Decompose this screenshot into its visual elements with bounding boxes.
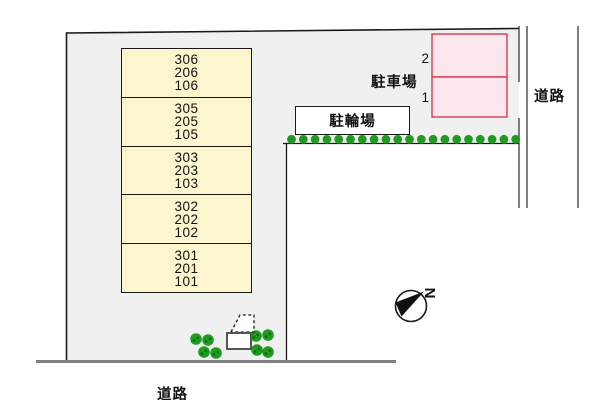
tree-texture-dot [200, 352, 204, 355]
parking-lot-label: 駐車場 [371, 75, 418, 91]
tree-icon [262, 329, 274, 341]
road-label-bottom: 道路 [157, 387, 188, 400]
road-label-right: 道路 [534, 89, 565, 105]
unit-number: 205 [174, 114, 199, 130]
tree-texture-dot [268, 332, 272, 336]
hedge-dot-icon [499, 134, 509, 144]
unit-number: 102 [174, 224, 199, 240]
tree-texture-dot [192, 339, 196, 342]
tree-icon [250, 330, 262, 342]
tree-texture-dot [264, 352, 268, 355]
tree-icon [202, 334, 214, 346]
hedge-dot-icon [464, 134, 473, 144]
north-compass-icon: N [394, 288, 438, 323]
tree-icon [251, 344, 263, 356]
room-cell-302: 302 202 102 [122, 195, 251, 245]
tree-icon [210, 347, 222, 359]
entrance-step [226, 332, 252, 350]
tree-clusters [190, 329, 274, 359]
unit-number: 201 [174, 260, 199, 276]
unit-number: 303 [174, 149, 199, 165]
hedge-dot-icon [511, 134, 521, 144]
hedge-dot-icon [369, 134, 379, 144]
tree-texture-dot [216, 350, 220, 354]
hedge-dot-icon [322, 134, 332, 144]
compass-needle [395, 291, 424, 317]
unit-number: 306 [174, 52, 199, 68]
tree-texture-dot [204, 340, 208, 343]
hedge-dot-icon [475, 134, 485, 144]
tree-texture-dot [256, 333, 260, 337]
parking-space-1 [431, 76, 508, 118]
tree-icon [262, 346, 274, 358]
unit-number: 103 [174, 175, 199, 191]
hedge-dot-icon [405, 134, 414, 144]
unit-number: 105 [174, 127, 199, 143]
room-cell-301: 301 201 101 [122, 244, 251, 292]
tree-icon [190, 333, 202, 345]
hedge-dot-icon [440, 134, 450, 144]
hedge-dot-icon [428, 134, 438, 144]
hedge-dot-icon [334, 134, 344, 144]
hedge-dot-icon [381, 134, 391, 144]
unit-number: 101 [174, 273, 199, 289]
hedge-row [287, 134, 521, 144]
hedge-dot-icon [346, 134, 355, 144]
hedge-dot-icon [287, 134, 296, 144]
parking-space-2-number: 2 [421, 51, 429, 66]
tree-texture-dot [268, 349, 272, 353]
parking-space-2 [431, 33, 508, 78]
tree-texture-dot [196, 336, 200, 340]
room-cell-303: 303 203 103 [122, 147, 251, 196]
apartment-building: 306 206 106 305 205 105 303 203 103 302 … [121, 48, 252, 293]
tree-texture-dot [212, 353, 216, 356]
lot-border [65, 27, 520, 361]
bicycle-parking-label: 駐輪場 [329, 114, 376, 130]
compass-north-label: N [421, 288, 438, 299]
unit-number: 106 [174, 78, 199, 94]
bicycle-parking-box: 駐輪場 [295, 106, 410, 135]
tree-texture-dot [204, 349, 208, 353]
hedge-dot-icon [393, 134, 403, 144]
parking-space-1-number: 1 [421, 90, 429, 105]
hedge-dot-icon [357, 134, 367, 144]
tree-texture-dot [264, 335, 268, 338]
hedge-dot-icon [310, 134, 320, 144]
room-cell-306: 306 206 106 [122, 49, 251, 98]
unit-number: 203 [174, 162, 199, 178]
tree-texture-dot [253, 350, 257, 353]
tree-texture-dot [208, 337, 212, 341]
tree-texture-dot [257, 347, 261, 351]
hedge-dot-icon [487, 134, 497, 144]
hedge-dot-icon [298, 134, 308, 144]
unit-number: 301 [174, 247, 199, 263]
room-cell-305: 305 205 105 [122, 98, 251, 147]
hedge-dot-icon [452, 134, 462, 144]
unit-number: 202 [174, 211, 199, 227]
hedge-dot-icon [416, 134, 426, 144]
tree-texture-dot [252, 336, 256, 339]
unit-number: 206 [174, 65, 199, 81]
tree-icon [198, 346, 210, 358]
unit-number: 302 [174, 198, 199, 214]
unit-number: 305 [174, 101, 199, 117]
